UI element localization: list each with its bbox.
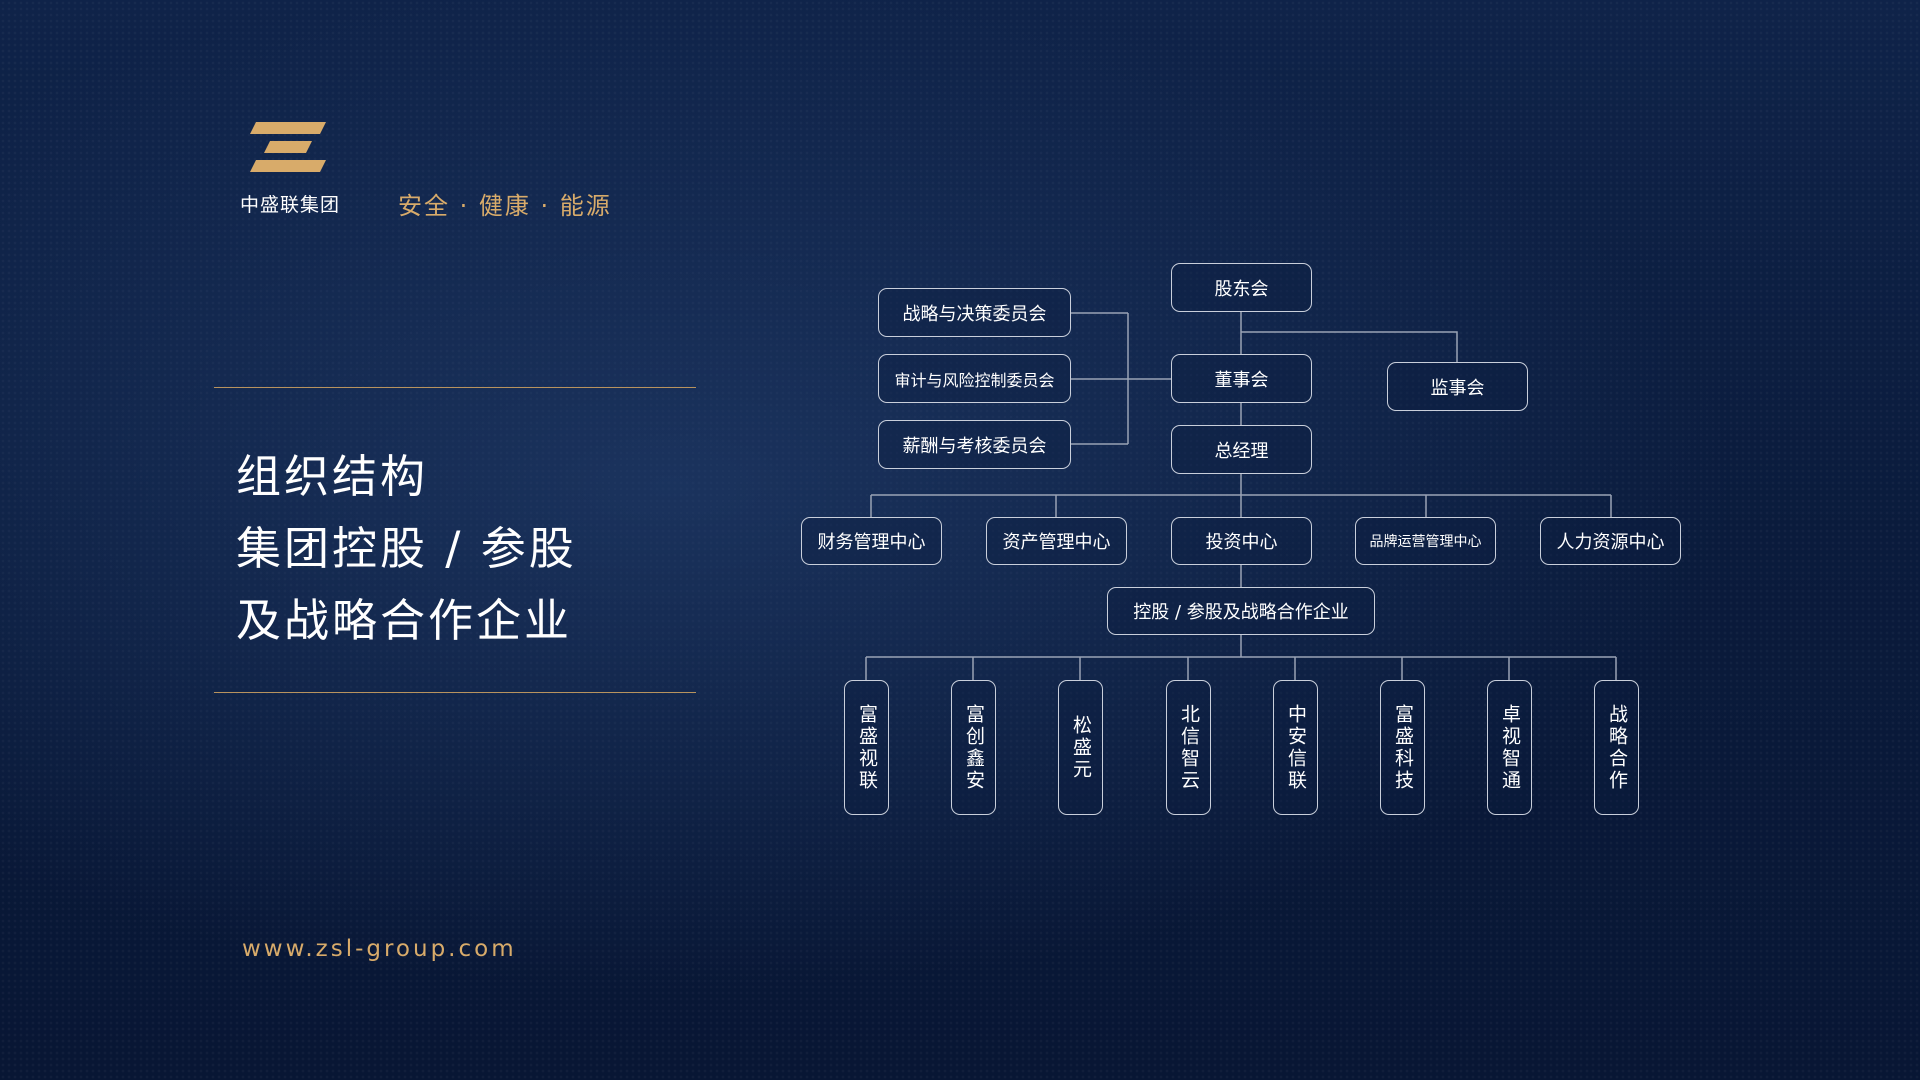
zsl-logo-icon	[250, 122, 326, 172]
page-title-line-1: 组织结构	[236, 450, 429, 503]
node-board: 董事会	[1171, 354, 1312, 403]
divider-top	[214, 387, 696, 388]
node-center-assets: 资产管理中心	[986, 517, 1127, 565]
node-company-5: 中安信联	[1273, 680, 1318, 815]
node-center-finance: 财务管理中心	[801, 517, 942, 565]
page-title-line-3: 及战略合作企业	[236, 594, 573, 647]
node-supervisors: 监事会	[1387, 362, 1528, 411]
node-company-4: 北信智云	[1166, 680, 1211, 815]
website-url[interactable]: www.zsl-group.com	[242, 936, 517, 962]
slogan: 安全 · 健康 · 能源	[398, 192, 612, 220]
node-holdings-group: 控股 / 参股及战略合作企业	[1107, 587, 1375, 635]
node-committee-audit: 审计与风险控制委员会	[878, 354, 1071, 403]
node-center-brand: 品牌运营管理中心	[1355, 517, 1496, 565]
node-committee-compensation: 薪酬与考核委员会	[878, 420, 1071, 469]
node-company-1: 富盛视联	[844, 680, 889, 815]
node-company-6: 富盛科技	[1380, 680, 1425, 815]
page-title-line-2: 集团控股 / 参股	[236, 522, 577, 575]
node-company-8: 战略合作	[1594, 680, 1639, 815]
node-center-investment: 投资中心	[1171, 517, 1312, 565]
node-center-hr: 人力资源中心	[1540, 517, 1681, 565]
node-company-3: 松盛元	[1058, 680, 1103, 815]
divider-bottom	[214, 692, 696, 693]
node-committee-strategy: 战略与决策委员会	[878, 288, 1071, 337]
company-name: 中盛联集团	[240, 194, 341, 216]
node-shareholders: 股东会	[1171, 263, 1312, 312]
node-company-7: 卓视智通	[1487, 680, 1532, 815]
node-company-2: 富创鑫安	[951, 680, 996, 815]
node-general-manager: 总经理	[1171, 425, 1312, 474]
